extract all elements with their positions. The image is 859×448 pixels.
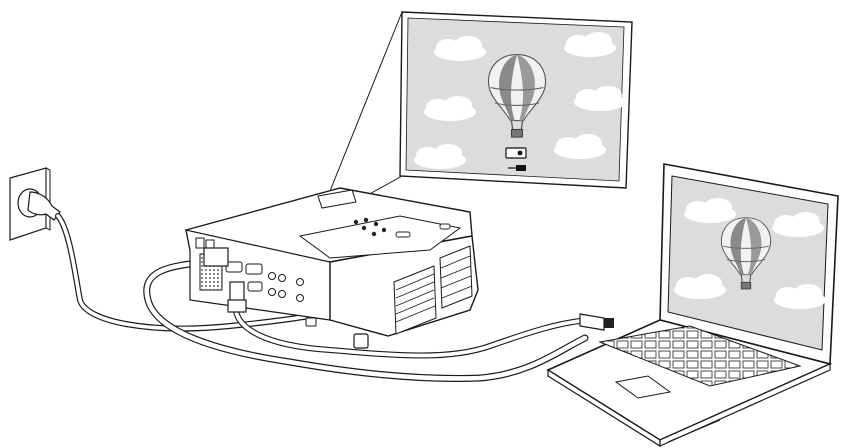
laptop bbox=[546, 163, 839, 448]
side-vent bbox=[393, 245, 473, 335]
power-cable bbox=[55, 213, 323, 332]
usb-connector-laptop bbox=[579, 313, 614, 331]
laptop-keyboard bbox=[598, 325, 802, 387]
usb-cable bbox=[232, 297, 614, 359]
projection-beam bbox=[327, 11, 403, 197]
projector-feet bbox=[305, 317, 369, 349]
usb-plug-icon bbox=[508, 165, 526, 171]
projected-screen bbox=[399, 11, 633, 189]
projector bbox=[185, 187, 479, 349]
rear-ports bbox=[195, 237, 304, 302]
wall-outlet bbox=[9, 167, 61, 241]
laptop-touchpad bbox=[614, 375, 672, 399]
computer-cable bbox=[143, 258, 589, 382]
control-panel bbox=[317, 189, 451, 238]
projector-plugs bbox=[203, 247, 247, 313]
projector-icon bbox=[505, 147, 527, 159]
